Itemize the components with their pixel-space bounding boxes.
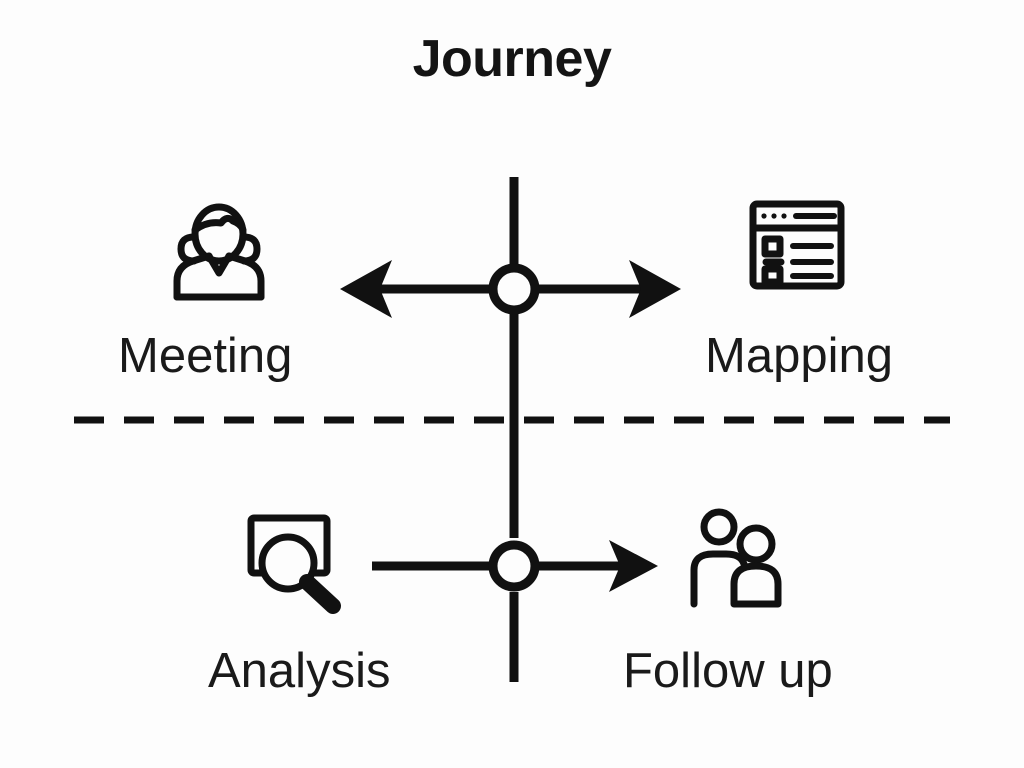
browser-wireframe-icon [748, 198, 846, 297]
two-people-icon [688, 508, 792, 619]
magnifier-document-icon [243, 508, 353, 625]
node-label-mapping: Mapping [705, 329, 893, 383]
node-label-analysis: Analysis [208, 644, 391, 698]
page-title: Journey [412, 30, 612, 88]
node-label-meeting: Meeting [118, 329, 293, 383]
upper-right-arrowhead [629, 260, 681, 318]
person-avatar-icon [165, 193, 273, 308]
node-label-followup: Follow up [623, 644, 833, 698]
lower-junction-node[interactable] [488, 540, 540, 592]
upper-junction-node[interactable] [488, 263, 540, 315]
upper-left-arrowhead [340, 260, 392, 318]
lower-right-arrowhead [609, 540, 658, 592]
